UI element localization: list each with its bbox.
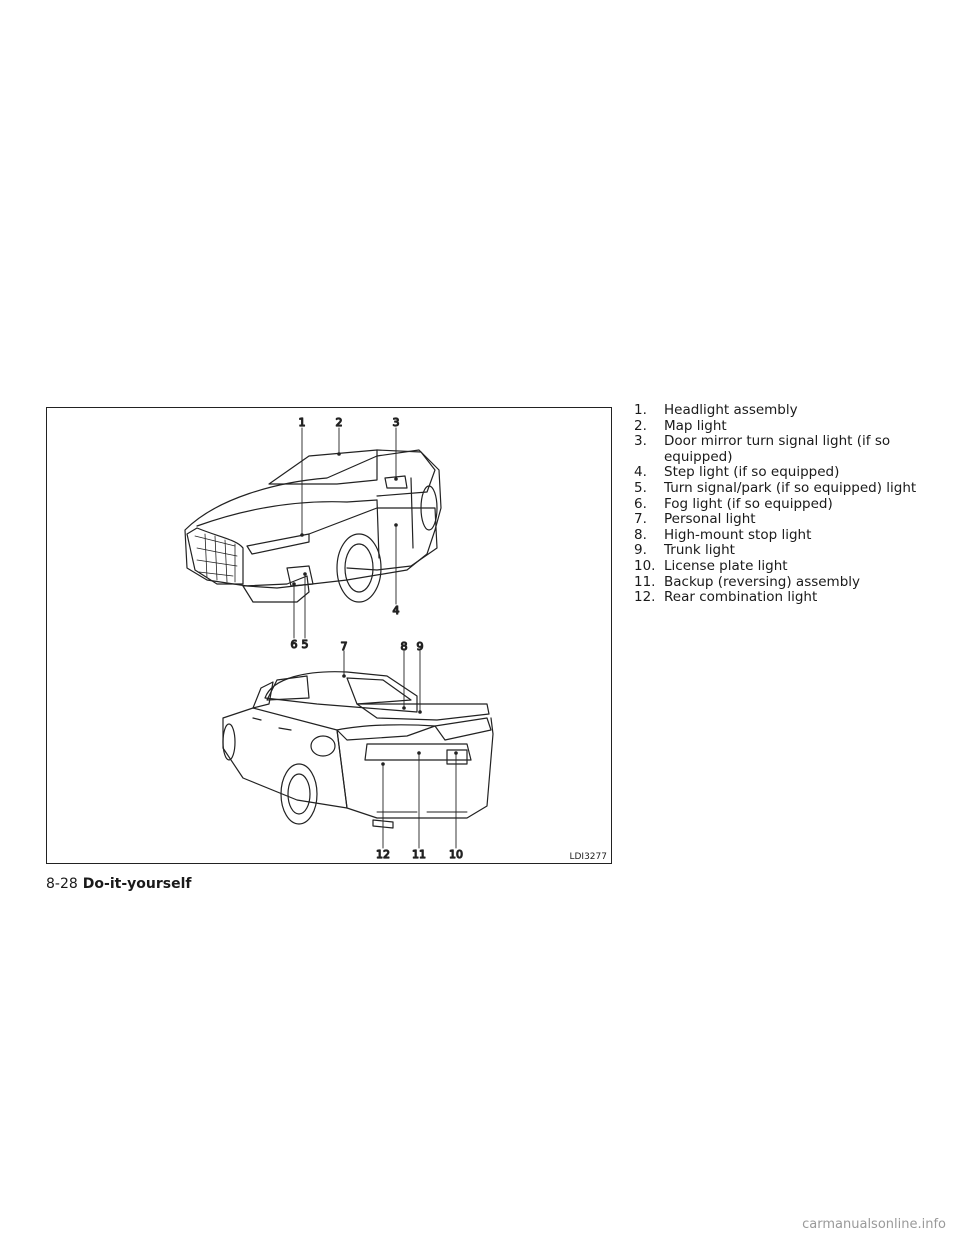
callout-11: 11 [412,848,426,861]
legend-text: Personal light [664,511,756,528]
legend-item: 11. Backup (reversing) assembly [634,573,934,591]
legend-number: 4. [634,464,647,481]
leader-lines [293,427,457,849]
callout-4: 4 [393,604,400,617]
callout-2: 2 [336,416,343,429]
lights-legend: 1. Headlight assembly 2. Map light 3. Door … [634,402,934,606]
legend-text: License plate light [664,557,788,574]
legend-text: Step light (if so equipped) [664,464,840,481]
legend-number: 8. [634,526,647,543]
section-title: Do-it-yourself [82,876,192,892]
front-car-drawing [184,449,442,603]
legend-item: 1. Headlight assembly [634,402,934,419]
legend-item: 2. Map light [634,417,934,435]
legend-text: Rear combination light [664,589,818,606]
legend-text: Headlight assembly [664,402,798,418]
legend-item: 5. Turn signal/park (if so equipped) ligh… [634,479,934,497]
callout-dots [292,452,458,766]
legend-number: 10. [634,557,656,574]
legend-number: 3. [634,433,647,450]
callout-6: 6 [291,638,298,651]
legend-text: Door mirror turn signal light (if so equ… [664,433,891,465]
legend-item: 9. Trunk light [634,543,934,559]
callout-1: 1 [299,416,306,429]
legend-item: 4. Step light (if so equipped) [634,465,934,481]
legend-number: 11. [634,573,656,590]
legend-number: 2. [634,417,647,434]
legend-item: 10. License plate light [634,557,934,575]
callout-7: 7 [341,640,348,653]
legend-text: Map light [664,417,727,434]
lights-figure: 1 2 3 4 5 6 7 8 9 10 11 12 LDI3277 [46,407,612,864]
legend-text: Backup (reversing) assembly [664,573,861,590]
legend-number: 9. [634,542,647,559]
legend-number: 5. [634,479,647,496]
car-illustration: 1 2 3 4 5 6 7 8 9 10 11 12 [184,415,494,862]
callout-3: 3 [393,416,400,429]
legend-number: 1. [634,402,647,418]
legend-item: 7. Personal light [634,512,934,528]
legend-number: 7. [634,511,647,528]
watermark: carmanualsonline.info [802,1217,946,1232]
rear-car-drawing [222,671,494,829]
legend-item: 6. Fog light (if so equipped) [634,495,934,513]
legend-text: Turn signal/park (if so equipped) light [664,479,917,496]
callout-8: 8 [401,640,408,653]
legend-text: High-mount stop light [664,526,812,543]
legend-item: 8. High-mount stop light [634,526,934,544]
legend-text: Trunk light [664,542,735,559]
legend-item: 3. Door mirror turn signal light (if so e… [634,433,934,465]
legend-number: 12. [634,589,656,606]
legend-number: 6. [634,495,647,512]
callout-10: 10 [449,848,463,861]
callout-12: 12 [376,848,390,861]
page-number: 8-28 [46,876,78,892]
figure-code: LDI3277 [569,852,607,862]
legend-item: 12. Rear combination light [634,590,934,606]
callout-9: 9 [417,640,424,653]
callout-5: 5 [302,638,309,651]
legend-text: Fog light (if so equipped) [664,495,833,512]
